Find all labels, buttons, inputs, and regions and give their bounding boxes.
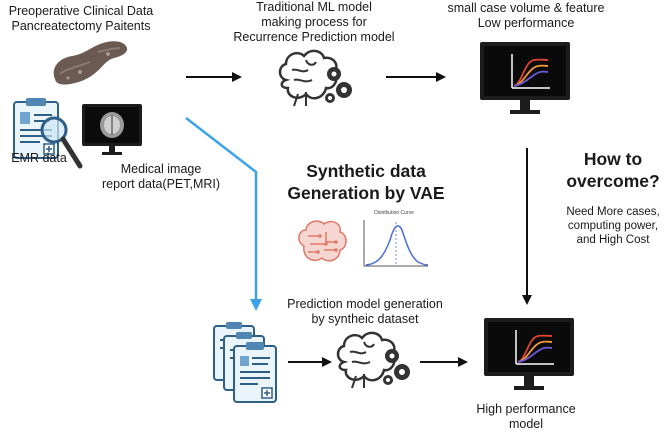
image-label-line2: report data(PET,MRI)	[101, 177, 221, 191]
distribution-graph-caption: Distribution Curve	[374, 210, 414, 216]
overcome-need2: computing power,	[567, 220, 659, 232]
traditional-line2: making process for	[261, 15, 367, 29]
pancreas-icon	[53, 41, 128, 85]
brain-gears-icon-bottom	[336, 331, 410, 389]
monitor-chart-icon	[480, 42, 570, 114]
distribution-graph-icon	[363, 220, 429, 267]
high-perf-line1: High performance	[476, 402, 576, 416]
overcome-need3: and High Cost	[576, 234, 650, 246]
low-perf-title: small case volume & feature Low performa…	[436, 1, 616, 31]
magnifier-icon	[40, 116, 83, 169]
traditional-line1: Traditional ML model	[256, 0, 372, 14]
brain-gears-icon	[278, 49, 352, 107]
low-perf-line2: Low performance	[477, 16, 575, 30]
input-title-line1: Preoperative Clinical Data	[8, 4, 154, 18]
high-perf-title: High performance model	[466, 402, 586, 432]
traditional-line3: Recurrence Prediction model	[233, 30, 395, 44]
low-perf-line1: small case volume & feature	[447, 1, 605, 15]
monitor-chart-icon-high	[484, 318, 574, 390]
brain-scan-monitor-icon	[82, 104, 142, 155]
synthetic-line1: Synthetic data	[306, 161, 426, 181]
prediction-line1: Prediction model generation	[287, 297, 443, 311]
overcome-line2: overcome?	[566, 171, 660, 191]
overcome-need1: Need More cases,	[566, 206, 660, 218]
emr-label: EMR data	[11, 151, 67, 165]
image-label-line1: Medical image	[120, 162, 202, 176]
distribution-graph: Distribution Curve	[356, 210, 432, 272]
document-stack-icon	[213, 322, 277, 403]
high-perf-line2: model	[508, 417, 544, 431]
prediction-line2: by syntheic dataset	[311, 312, 419, 326]
overcome-line1: How to	[583, 149, 643, 169]
arrow-blue-to-documents	[185, 117, 262, 311]
input-title-line2: Pancreatectomy Paitents	[11, 19, 151, 33]
input-title: Preoperative Clinical Data Pancreatectom…	[6, 4, 156, 34]
synthetic-title: Synthetic data Generation by VAE	[276, 160, 456, 204]
synthetic-line2: Generation by VAE	[287, 183, 445, 203]
traditional-title: Traditional ML model making process for …	[224, 0, 404, 45]
overcome-title: How to overcome?	[560, 148, 666, 192]
brain-circuit-icon	[298, 220, 347, 262]
image-label: Medical image report data(PET,MRI)	[96, 162, 226, 192]
prediction-title: Prediction model generation by syntheic …	[280, 297, 450, 327]
overcome-needs: Need More cases, computing power, and Hi…	[560, 205, 666, 247]
